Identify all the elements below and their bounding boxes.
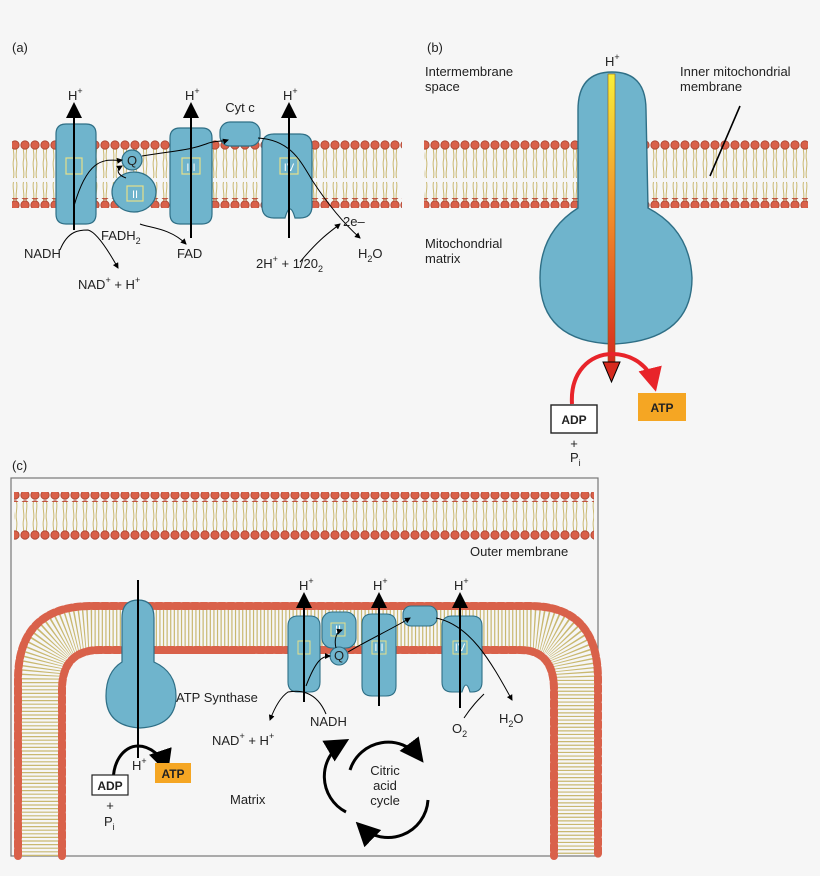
- cytochrome-c: [219, 121, 261, 147]
- fad-arrow: [139, 223, 187, 245]
- inner-membrane-label-2: membrane: [680, 79, 742, 94]
- h-plus-a1: H+: [68, 86, 83, 103]
- matrix-label-b-1: Mitochondrial: [425, 236, 502, 251]
- fadh2-label: FADH2: [101, 228, 141, 246]
- intermembrane-label-2: space: [425, 79, 460, 94]
- plus-c: +: [106, 798, 114, 813]
- cytc-c: [402, 605, 438, 627]
- fad-label: FAD: [177, 246, 202, 261]
- atp-synthase-b: [539, 71, 693, 345]
- atp-synthesis-arrow-b: [569, 351, 662, 405]
- water-arrow: [299, 223, 341, 263]
- complex-ii-c-label: II: [335, 624, 341, 636]
- q-c-label: Q: [334, 648, 344, 663]
- electron-path-1: [73, 157, 123, 207]
- adp-box-b: [550, 404, 598, 434]
- inner-membrane-label-1: Inner mitochondrial: [680, 64, 791, 79]
- inner-membrane-pointer: [709, 105, 741, 177]
- panel-b-label: (b): [427, 40, 443, 55]
- atp-label-c: ATP: [161, 767, 184, 781]
- proton-channel-arrow: [607, 73, 616, 365]
- nadh-label-a: NADH: [24, 246, 61, 261]
- h-plus-c3: H+: [454, 576, 469, 593]
- o2-label-c: O2: [452, 721, 467, 739]
- complex-ii-label: II: [132, 189, 138, 201]
- adp-box-c: [91, 774, 129, 796]
- electron-path-c4: [334, 628, 343, 649]
- outer-membrane: [14, 492, 594, 540]
- atp-box-c: [155, 763, 191, 783]
- complex-ii: [111, 171, 157, 213]
- plus-b: +: [570, 436, 578, 451]
- atp-box-b: [638, 393, 686, 421]
- pi-label-c: Pi: [104, 814, 115, 832]
- nad-label-c: NAD+ + H+: [212, 731, 274, 748]
- water-label-c: H2O: [499, 711, 524, 729]
- electron-path-c1: [305, 653, 331, 687]
- two-electrons-label: 2e–: [343, 214, 365, 229]
- h-plus-a2: H+: [185, 86, 200, 103]
- intermembrane-label-1: Intermembrane: [425, 64, 513, 79]
- atp-synthesis-arrow-c: [111, 744, 172, 791]
- electron-path-c2: [347, 617, 411, 653]
- nadh-arrow: [59, 229, 119, 269]
- outer-membrane-label: Outer membrane: [470, 544, 568, 559]
- electron-path-2: [141, 138, 229, 157]
- matrix-label-b-2: matrix: [425, 251, 461, 266]
- pi-label-b: Pi: [570, 450, 581, 468]
- matrix-label-c: Matrix: [230, 792, 266, 807]
- h-plus-b: H+: [605, 52, 620, 69]
- h-plus-a3: H+: [283, 86, 298, 103]
- citric-label-3: cycle: [370, 793, 400, 808]
- panel-a-label: (a): [12, 40, 28, 55]
- electron-path-3: [257, 137, 361, 239]
- q-label: Q: [127, 153, 137, 168]
- adp-label-b: ADP: [561, 413, 586, 427]
- h-plus-c0: H+: [132, 756, 147, 773]
- cytc-label: Cyt c: [225, 100, 255, 115]
- water-label-a: H2O: [358, 246, 383, 264]
- electron-path-c3: [435, 617, 513, 701]
- adp-label-c: ADP: [97, 779, 122, 793]
- o2-arrow-c: [463, 693, 485, 719]
- panel-c-label: (c): [12, 458, 27, 473]
- oxygen-reactant-label: 2H+ + 1/202: [256, 254, 323, 274]
- proton-channel-arrowhead: [602, 361, 621, 384]
- citric-label-2: acid: [373, 778, 397, 793]
- h-plus-c2: H+: [373, 576, 388, 593]
- citric-label-1: Citric: [370, 763, 400, 778]
- electron-path-fadh: [116, 165, 127, 179]
- complex-iv: [261, 133, 313, 219]
- atp-synthase-label: ATP Synthase: [176, 690, 258, 705]
- nadh-label-c: NADH: [310, 714, 347, 729]
- atp-label-b: ATP: [650, 401, 673, 415]
- nadh-arrow-c: [268, 690, 327, 721]
- h-plus-c1: H+: [299, 576, 314, 593]
- nad-label-a: NAD+ + H+: [78, 275, 140, 292]
- citric-acid-cycle: [322, 736, 430, 848]
